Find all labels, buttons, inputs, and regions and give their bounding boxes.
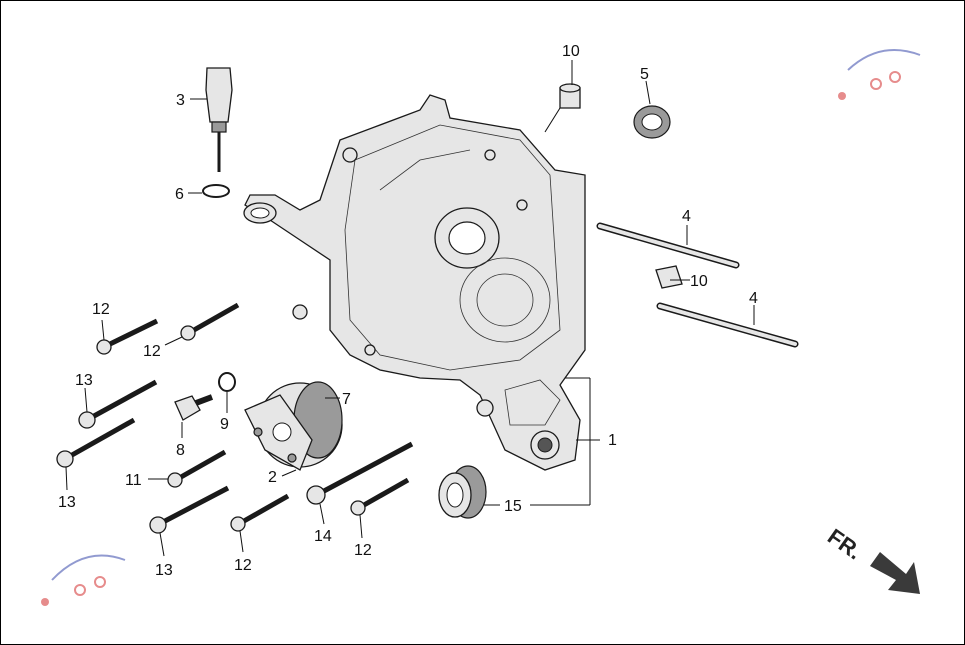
label-4-lower: 4 [749, 290, 758, 307]
bolt-13b [56, 417, 136, 468]
label-2: 2 [268, 469, 277, 486]
bolt-13c [149, 485, 230, 534]
label-3: 3 [176, 92, 185, 109]
label-4-upper: 4 [682, 208, 691, 225]
bolt-14 [306, 441, 414, 505]
dowel-pin-top [559, 83, 581, 109]
label-6: 6 [175, 186, 184, 203]
label-11: 11 [125, 472, 142, 489]
bolt-12d [350, 477, 410, 516]
label-12-c: 12 [234, 557, 252, 574]
leader-lines [65, 60, 755, 557]
water-pump-assembly [244, 381, 343, 471]
watermark-logo-bottom [41, 554, 126, 606]
washer [218, 372, 236, 392]
arrow-icon [870, 552, 920, 594]
label-5: 5 [640, 66, 649, 83]
label-12-a: 12 [92, 301, 110, 318]
bolt-12c [230, 493, 290, 532]
part-labels: 1 2 3 4 4 5 6 7 8 9 10 10 11 12 12 12 12… [58, 43, 758, 579]
crankcase-cover [243, 94, 586, 471]
dipstick [205, 67, 233, 172]
label-13-a: 13 [75, 372, 93, 389]
drain-plug [174, 394, 214, 421]
bolt-12b [180, 302, 240, 341]
label-1: 1 [608, 432, 617, 449]
watermark-logo-top [838, 49, 921, 100]
label-12-b: 12 [143, 343, 161, 360]
direction-indicator: FR. [823, 524, 920, 594]
label-13-b: 13 [58, 494, 76, 511]
stud-bolt-lower [656, 302, 799, 348]
o-ring [202, 184, 230, 198]
label-7: 7 [342, 391, 351, 408]
bearing [438, 465, 487, 519]
dowel-pin-lower [655, 265, 683, 289]
label-13-c: 13 [155, 562, 173, 579]
label-10-top: 10 [562, 43, 580, 60]
direction-label: FR. [823, 524, 866, 565]
bolt-12a [96, 318, 159, 355]
bolt-13a [78, 379, 158, 429]
stud-bolt-upper [596, 222, 740, 269]
label-14: 14 [314, 528, 332, 545]
label-10-lower: 10 [690, 273, 708, 290]
bolt-set [56, 302, 414, 534]
bolt-11 [167, 449, 227, 488]
label-8: 8 [176, 442, 185, 459]
oil-seal [633, 105, 671, 139]
label-12-d: 12 [354, 542, 372, 559]
label-15: 15 [504, 498, 522, 515]
label-9: 9 [220, 416, 229, 433]
